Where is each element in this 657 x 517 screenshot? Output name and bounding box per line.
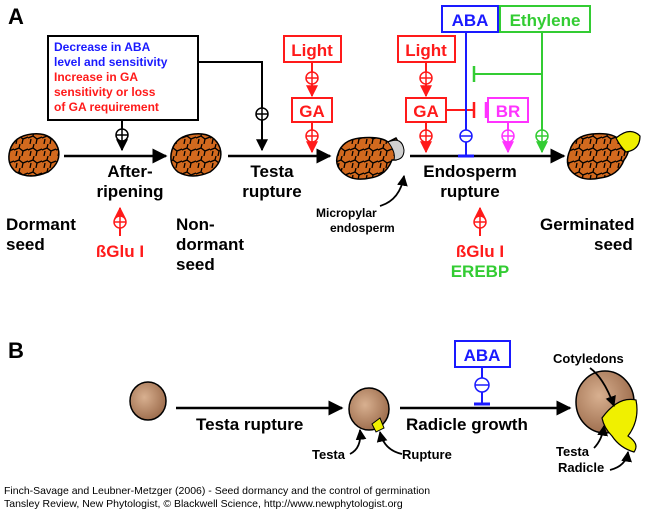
testa-label-b: Testa	[312, 447, 346, 462]
dormant-seed-icon	[8, 133, 60, 177]
ethylene-label: Ethylene	[510, 11, 581, 30]
br-box	[487, 97, 529, 123]
bglu-label-1: ßGlu I	[96, 242, 144, 261]
non-dormant-seed-label-2: dormant	[176, 235, 244, 254]
dormant-seed-label-1: Dormant	[6, 215, 76, 234]
dormant-seed-label-2: seed	[6, 235, 45, 254]
after-ripening-factors-box	[47, 35, 199, 121]
ga-label-1: GA	[299, 102, 325, 121]
testa-rupture-label-2: rupture	[242, 182, 302, 201]
micropylar-label-1: Micropylar	[316, 206, 377, 220]
aba-box-a	[441, 5, 499, 33]
testa-label-b2: Testa	[556, 444, 590, 459]
erebp-label: EREBP	[451, 262, 510, 281]
cotyledons-pointer-arrow	[589, 367, 616, 408]
endosperm-rupture-label-1: Endosperm	[423, 162, 517, 181]
box-line-4: sensitivity or loss	[54, 85, 156, 99]
non-dormant-seed-label-3: seed	[176, 255, 215, 274]
light-box-2	[397, 35, 456, 63]
after-ripening-label-1: After-	[107, 162, 152, 181]
radicle-growth-label: Radicle growth	[406, 415, 528, 434]
after-ripening-label-2: ripening	[96, 182, 163, 201]
radicle-pointer-arrow	[609, 450, 632, 471]
radicle-seed-icon	[575, 370, 638, 453]
box-line-5: of GA requirement	[54, 100, 159, 114]
testa-rupture-label-1: Testa	[250, 162, 294, 181]
bglu-label-2: ßGlu I	[456, 242, 504, 261]
testa2-pointer-arrow	[593, 424, 608, 449]
aba-box-b	[454, 340, 511, 368]
ethylene-box	[499, 5, 591, 33]
footer-line-1: Finch-Savage and Leubner-Metzger (2006) …	[4, 485, 430, 497]
micropylar-label-2: endosperm	[330, 221, 395, 235]
box-line-1: Decrease in ABA	[54, 40, 151, 54]
rupture-label: Rupture	[402, 447, 452, 462]
aba-label-a: ABA	[452, 11, 489, 30]
germinated-seed-icon	[566, 130, 641, 180]
testa-rupture-seed-icon	[348, 387, 390, 433]
box-line-3: Increase in GA	[54, 70, 138, 84]
radicle-label: Radicle	[558, 460, 604, 475]
panel-a-label: A	[8, 4, 24, 29]
endosperm-rupture-label-2: rupture	[440, 182, 500, 201]
footer-line-2: Tansley Review, New Phytologist, © Black…	[4, 498, 403, 510]
light-label-2: Light	[405, 41, 447, 60]
testa-ruptured-seed-icon	[335, 136, 405, 180]
box-line-2: level and sensitivity	[54, 55, 168, 69]
cotyledons-label: Cotyledons	[553, 351, 624, 366]
testa-pointer-arrow	[349, 428, 367, 455]
br-label: BR	[496, 102, 521, 121]
ga-label-2: GA	[413, 102, 439, 121]
rupture-pointer-arrow	[376, 430, 403, 455]
germinated-seed-label-1: Germinated	[540, 215, 634, 234]
intact-seed-icon	[129, 381, 167, 421]
non-dormant-seed-icon	[170, 133, 222, 177]
aba-label-b: ABA	[464, 346, 501, 365]
ga-box-1	[291, 97, 333, 123]
panel-b-label: B	[8, 338, 24, 363]
non-dormant-seed-label-1: Non-	[176, 215, 215, 234]
light-label-1: Light	[291, 41, 333, 60]
micropylar-pointer-arrow	[379, 174, 408, 207]
germinated-seed-label-2: seed	[594, 235, 633, 254]
testa-rupture-label-b: Testa rupture	[196, 415, 303, 434]
